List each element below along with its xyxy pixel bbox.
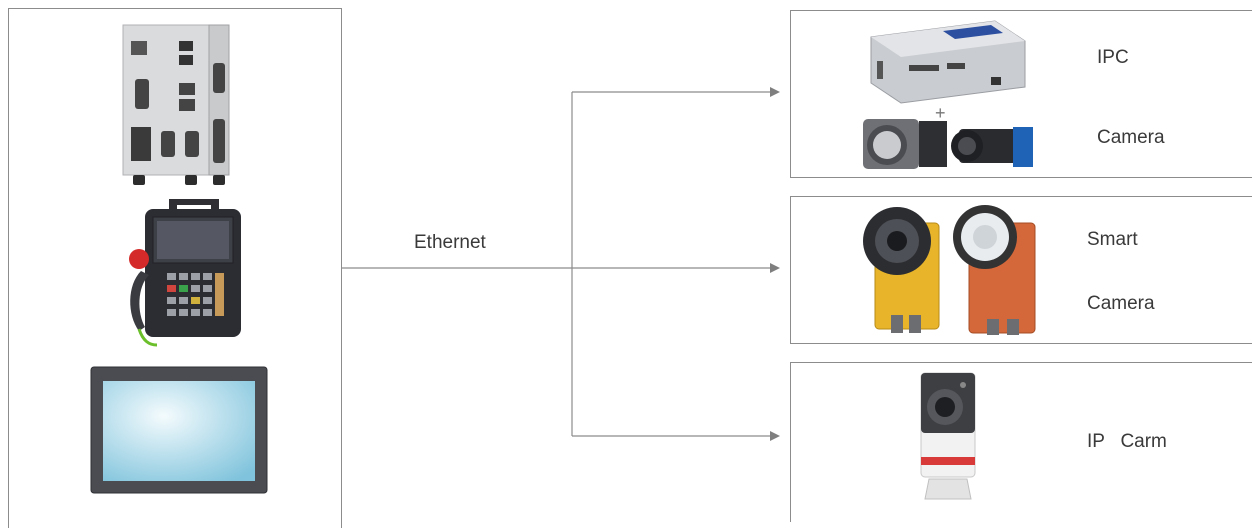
arrow-ipc-icon [770,87,780,97]
smart-label: Smart [1087,229,1138,250]
smart-camera-image [863,205,1036,335]
plus-sign: + [935,103,946,123]
ethernet-label: Ethernet [414,232,486,253]
controller-panel [8,8,342,528]
ip-camera-image [920,372,976,500]
arrow-smart-icon [770,263,780,273]
smart-camera-label: Camera [1087,293,1155,314]
ipc-image [863,20,1033,169]
ip-camera-label: IP Carm [1087,431,1167,452]
hmi-panel-image [90,366,268,494]
arrow-ip-icon [770,431,780,441]
smart-camera-box: Smart Camera [790,196,1252,344]
ipc-camera-box: + IPC Camera [790,10,1252,178]
motion-controller-image [122,24,230,185]
teach-pendant-image [129,199,241,347]
ipc-label: IPC [1097,47,1129,68]
ip-camera-box: IP Carm [790,362,1252,522]
camera-label: Camera [1097,127,1165,148]
